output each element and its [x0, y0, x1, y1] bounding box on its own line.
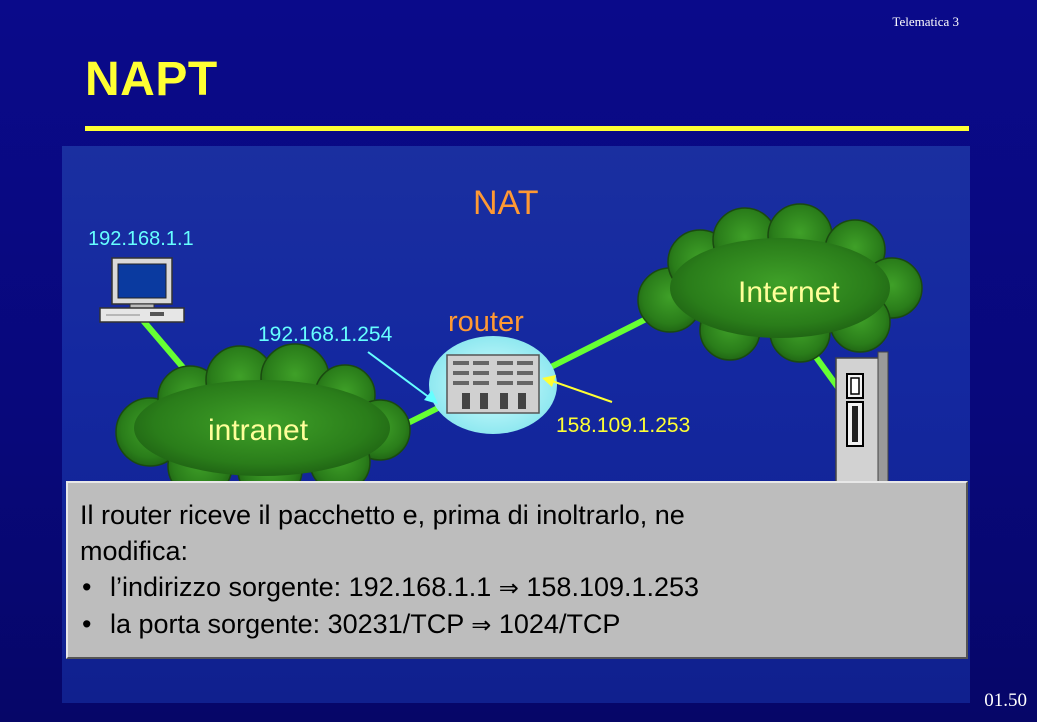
- slide-title: NAPT: [85, 53, 218, 106]
- caption-line-2: modifica:: [80, 536, 189, 566]
- bullet-text: la porta sorgente: 30231/TCP: [110, 609, 464, 639]
- title-rule: [85, 126, 969, 131]
- implies-arrow-icon: ⇒: [498, 574, 519, 602]
- bullet-text: l’indirizzo sorgente: 192.168.1.1: [110, 572, 492, 602]
- external-ip-pointer: [542, 375, 613, 403]
- bullet-source-port: • la porta sorgente: 30231/TCP ⇒ 1024/TCP: [80, 606, 966, 643]
- desktop-computer-icon: [99, 257, 185, 323]
- implies-arrow-icon: ⇒: [471, 611, 492, 639]
- nat-label: NAT: [473, 184, 538, 222]
- header-label: Telematica 3: [892, 14, 959, 29]
- bullet-result: 158.109.1.253: [526, 572, 700, 602]
- intranet-label: intranet: [208, 414, 309, 447]
- router-label: router: [448, 306, 524, 338]
- bullet-source-address: • l’indirizzo sorgente: 192.168.1.1 ⇒ 158…: [80, 569, 966, 606]
- caption-line-1: Il router riceve il pacchetto e, prima d…: [80, 500, 685, 530]
- bullet-marker: •: [82, 572, 92, 602]
- internet-label: Internet: [738, 276, 840, 309]
- router-external-ip-label: 158.109.1.253: [556, 414, 690, 437]
- server-icon: [835, 351, 889, 483]
- intranet-cloud: [115, 343, 411, 503]
- link-router-internet: [532, 309, 663, 378]
- caption-box: Il router riceve il pacchetto e, prima d…: [66, 481, 968, 659]
- router-internal-ip-label: 192.168.1.254: [258, 323, 393, 346]
- slide-number: 01.50: [984, 690, 1027, 711]
- internet-cloud: [637, 203, 923, 363]
- bullet-result: 1024/TCP: [498, 609, 621, 639]
- internal-ip-pointer: [367, 351, 438, 404]
- host-ip-label: 192.168.1.1: [88, 228, 194, 250]
- bullet-marker: •: [82, 609, 92, 639]
- router-icon: [429, 336, 557, 434]
